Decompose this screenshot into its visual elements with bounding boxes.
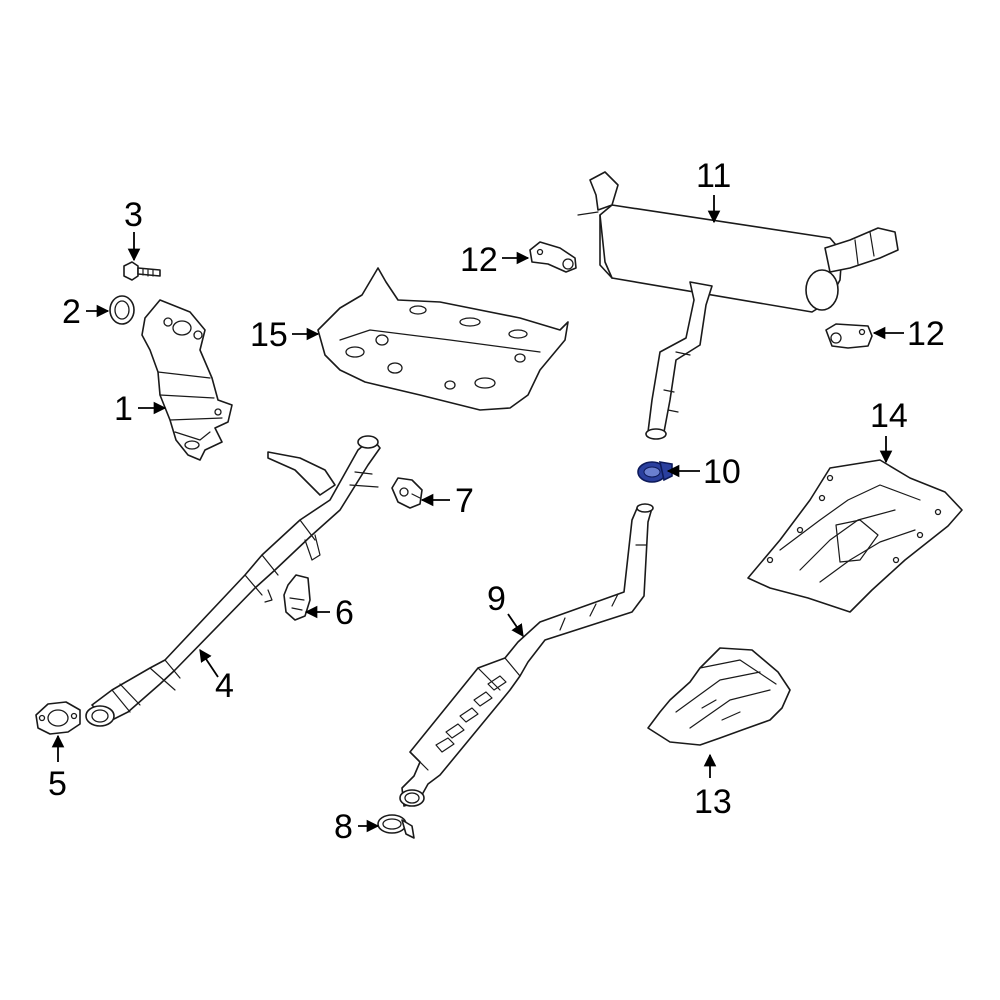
callout-11: 11 xyxy=(696,157,731,195)
callout-15: 15 xyxy=(250,316,288,354)
part-8-clamp[interactable] xyxy=(377,814,415,839)
part-1-catalytic-converter[interactable] xyxy=(141,299,233,461)
part-2-gasket[interactable] xyxy=(109,295,135,325)
callout-12-upper: 12 xyxy=(460,241,498,279)
callout-7: 7 xyxy=(455,482,474,520)
callout-14: 14 xyxy=(870,397,908,435)
callout-1: 1 xyxy=(114,390,133,428)
part-12-hanger-lower[interactable] xyxy=(825,323,873,349)
callout-10: 10 xyxy=(703,453,741,491)
part-11-muffler[interactable] xyxy=(577,171,899,440)
callout-9: 9 xyxy=(487,580,506,618)
part-5-flange-gasket[interactable] xyxy=(35,701,81,735)
part-14-heat-shield[interactable] xyxy=(747,459,963,613)
part-4-front-pipe[interactable] xyxy=(85,435,381,727)
callout-13: 13 xyxy=(694,783,732,821)
part-12-hanger-upper[interactable] xyxy=(529,241,577,273)
part-7-isolator[interactable] xyxy=(391,477,423,509)
part-10-clamp-highlighted[interactable] xyxy=(637,461,673,483)
callout-3: 3 xyxy=(124,196,143,234)
part-15-heat-shield[interactable] xyxy=(317,267,569,411)
part-6-hanger[interactable] xyxy=(283,574,311,621)
callout-4: 4 xyxy=(215,667,234,705)
leader-lines xyxy=(51,195,904,833)
part-9-resonator-pipe[interactable] xyxy=(399,503,654,807)
callout-12-lower: 12 xyxy=(907,315,945,353)
callout-6: 6 xyxy=(335,594,354,632)
part-3-bolt[interactable] xyxy=(123,261,161,281)
callout-2: 2 xyxy=(62,293,81,331)
callout-8: 8 xyxy=(334,808,353,846)
part-13-heat-shield[interactable] xyxy=(647,647,791,746)
callout-5: 5 xyxy=(48,765,67,803)
callout-labels: 1 2 3 4 5 6 7 8 9 10 11 12 12 13 14 15 xyxy=(48,157,945,846)
